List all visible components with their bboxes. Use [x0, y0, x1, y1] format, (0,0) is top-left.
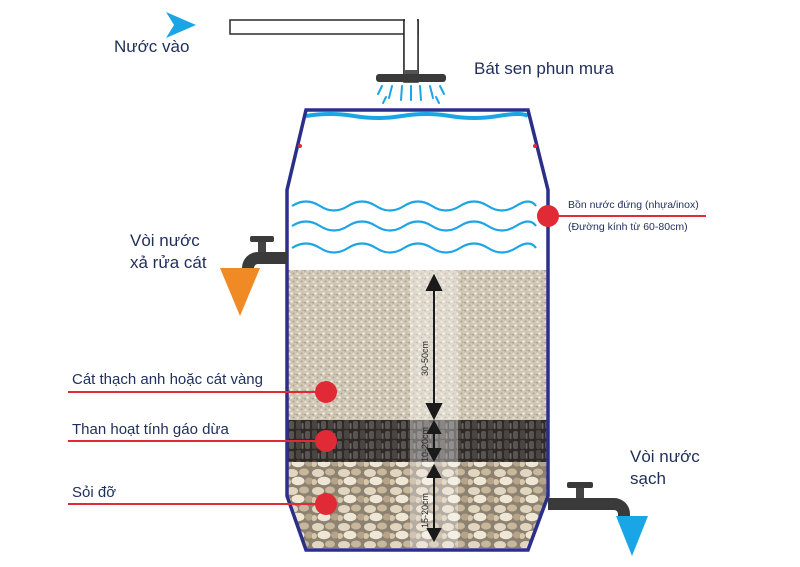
clean-water-tap [548, 482, 630, 520]
tank-body [285, 108, 550, 552]
inlet-pipe [229, 19, 419, 83]
tank-contents [287, 118, 548, 548]
water-waves [291, 112, 537, 254]
water-in-label: Nước vào [114, 37, 189, 56]
backwash-label-line2: xả rửa cát [130, 253, 207, 272]
clean-tap-label-line2: sạch [630, 469, 666, 488]
tank-marker [537, 205, 559, 227]
carbon-marker [315, 430, 337, 452]
dimension-arrows [425, 273, 443, 543]
gravel-layer-label: Sỏi đỡ [72, 484, 116, 501]
clean-tap-label-line1: Vòi nước [630, 447, 700, 466]
backwash-arrow [220, 268, 260, 316]
shower-head-label: Bát sen phun mưa [474, 59, 614, 78]
gravel-marker [315, 493, 337, 515]
water-in-arrow [166, 12, 196, 38]
tank-label-line1: Bồn nước đứng (nhựa/inox) [568, 199, 699, 211]
gravel-depth-label: 15-20cm [420, 493, 430, 528]
shower-head [376, 70, 446, 104]
backwash-label-line1: Vòi nước [130, 231, 200, 250]
sand-layer-label: Cát thạch anh hoặc cát vàng [72, 371, 263, 388]
carbon-layer-label: Than hoạt tính gáo dừa [72, 421, 229, 438]
spray-drops [377, 85, 445, 104]
sand-marker [315, 381, 337, 403]
tank-label-line2: (Đường kính từ 60-80cm) [568, 221, 688, 233]
sand-depth-label: 30-50cm [420, 341, 430, 376]
carbon-depth-label: 10-20cm [420, 427, 430, 462]
clean-water-arrow [616, 516, 648, 556]
